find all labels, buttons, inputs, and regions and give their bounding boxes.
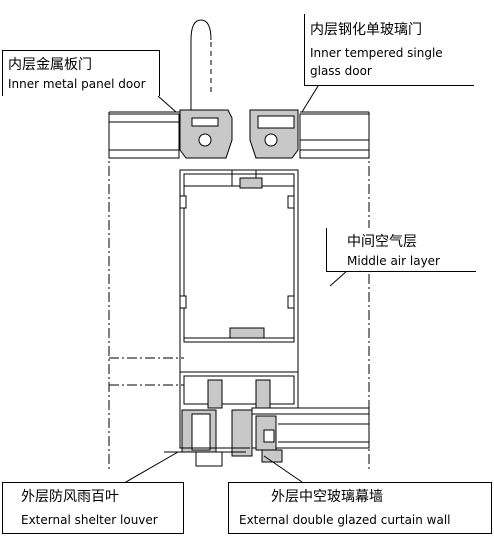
label-middle-air-layer: 中间空气层 Middle air layer <box>326 228 476 272</box>
leader-inner-glass-door <box>301 85 319 113</box>
inner-glass-door <box>299 111 370 159</box>
label-outer-curtain-wall: 外层中空玻璃幕墙 External double glazed curtain … <box>228 482 492 534</box>
inner-metal-door-cn: 内层金属板门 <box>8 57 92 73</box>
inner-glass-door-en: Inner tempered single <box>310 46 443 60</box>
outer-curtain-wall-en: External double glazed curtain wall <box>239 513 451 527</box>
inner-glass-door-en-2: glass door <box>310 64 372 78</box>
inner-metal-panel-door <box>108 111 186 159</box>
middle-air-layer-cn: 中间空气层 <box>347 234 417 250</box>
middle-air-layer-en: Middle air layer <box>347 254 440 268</box>
right-door-profile <box>249 109 299 159</box>
outer-louver-cn: 外层防风雨百叶 <box>21 489 119 505</box>
left-door-profile <box>179 109 233 159</box>
label-outer-louver: 外层防风雨百叶 External shelter louver <box>2 482 184 534</box>
main-frame <box>179 169 299 373</box>
outer-curtain-wall-cn: 外层中空玻璃幕墙 <box>271 489 383 505</box>
leader-middle-air-layer <box>329 269 349 287</box>
label-inner-glass-door: 内层钢化单玻璃门 Inner tempered single glass doo… <box>304 14 474 86</box>
label-inner-metal-door: 内层金属板门 Inner metal panel door <box>2 50 160 96</box>
door-swing-arc <box>190 19 212 41</box>
curtain-wall-glazing <box>251 407 370 463</box>
inner-glass-door-cn: 内层钢化单玻璃门 <box>310 22 422 38</box>
outer-louver-en: External shelter louver <box>21 513 158 527</box>
leader-inner-metal-door <box>157 95 177 113</box>
inner-metal-door-en: Inner metal panel door <box>8 77 146 91</box>
leader-outer-curtain-wall <box>263 455 303 483</box>
